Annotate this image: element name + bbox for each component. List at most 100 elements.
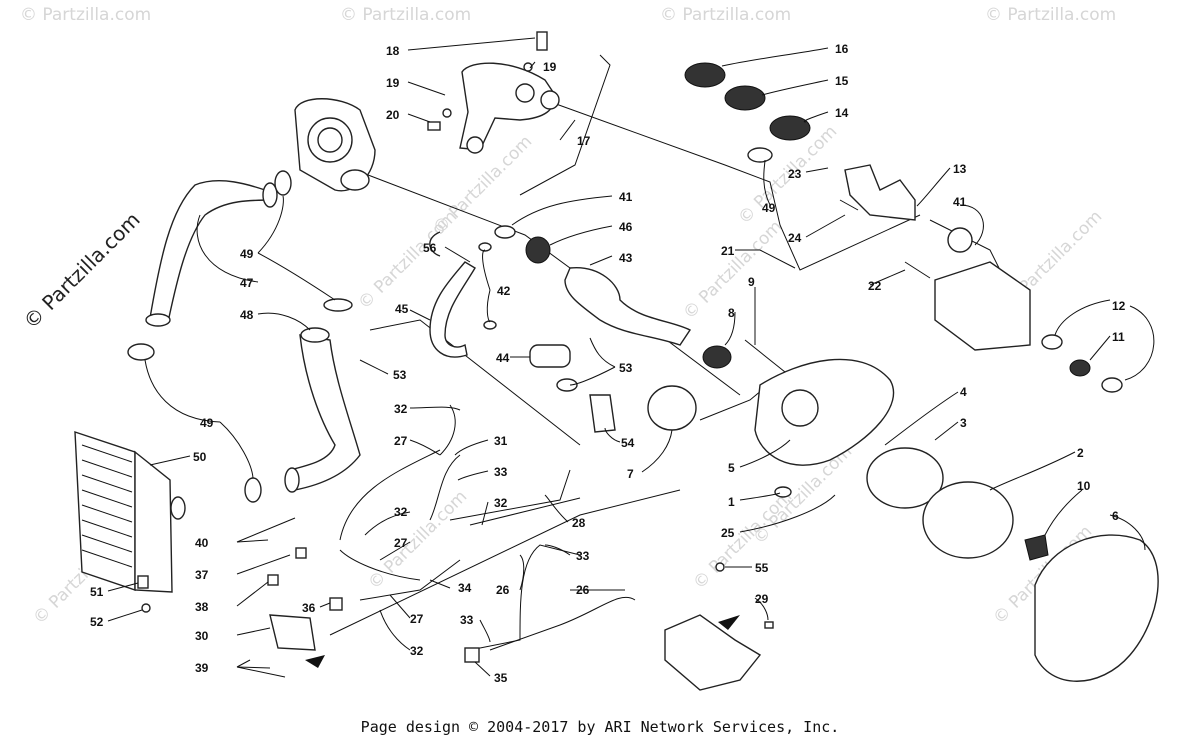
callout-27: 27 <box>410 612 424 626</box>
callout-43: 43 <box>619 251 633 265</box>
callout-44: 44 <box>496 351 510 365</box>
leader-lines <box>107 37 1155 678</box>
cover-6 <box>1034 534 1159 682</box>
callout-49: 49 <box>200 416 214 430</box>
watermark: © Partzilla.com <box>340 5 471 25</box>
callout-11: 11 <box>1112 330 1125 344</box>
callout-18: 18 <box>386 44 400 58</box>
callout-54: 54 <box>621 436 635 450</box>
intake-hose-47 <box>149 180 277 323</box>
callout-2: 2 <box>1077 446 1084 460</box>
tube-28 <box>469 497 581 526</box>
callout-8: 8 <box>728 306 735 320</box>
callout-32: 32 <box>410 644 424 658</box>
hose-43 <box>564 267 692 346</box>
callout-6: 6 <box>1112 509 1119 523</box>
callout-46: 46 <box>619 220 633 234</box>
callout-10: 10 <box>1077 479 1091 493</box>
callout-32: 32 <box>494 496 508 510</box>
callout-7: 7 <box>627 467 634 481</box>
callout-26: 26 <box>576 583 590 597</box>
callout-25: 25 <box>721 526 735 540</box>
callout-23: 23 <box>788 167 802 181</box>
callout-41: 41 <box>619 190 633 204</box>
engine-intake <box>934 261 1031 351</box>
callout-33: 33 <box>576 549 590 563</box>
manifold-13 <box>844 164 916 221</box>
callout-39: 39 <box>195 661 209 675</box>
watermark: © Partzilla.com <box>985 5 1116 25</box>
watermark: © Partzilla.com <box>364 487 471 594</box>
valve-54 <box>589 394 616 433</box>
callout-4: 4 <box>960 385 967 399</box>
callout-19: 19 <box>386 76 400 90</box>
callout-16: 16 <box>835 42 849 56</box>
callout-31: 31 <box>494 434 508 448</box>
callout-17: 17 <box>577 134 591 148</box>
callout-53: 53 <box>619 361 633 375</box>
boot-16 <box>684 62 726 88</box>
callout-1: 1 <box>728 495 735 509</box>
callout-55: 55 <box>755 561 769 575</box>
callout-27: 27 <box>394 536 408 550</box>
air-filter-2 <box>922 481 1014 559</box>
watermark: © Partzilla.com <box>20 5 151 25</box>
callout-42: 42 <box>497 284 511 298</box>
tube-31 <box>429 454 461 521</box>
callout-49: 49 <box>762 201 776 215</box>
callout-32: 32 <box>394 402 408 416</box>
parts <box>74 31 1159 691</box>
tube-33 <box>449 469 571 521</box>
callout-21: 21 <box>721 244 735 258</box>
callout-15: 15 <box>835 74 849 88</box>
callout-47: 47 <box>240 276 254 290</box>
callout-30: 30 <box>195 629 209 643</box>
callout-32: 32 <box>394 505 408 519</box>
callout-38: 38 <box>195 600 209 614</box>
sensor-part <box>536 31 548 51</box>
watermark-brand: © Partzilla.com <box>19 207 145 333</box>
bracket-30 <box>269 614 316 651</box>
airbox-5 <box>754 358 895 466</box>
callout-19: 19 <box>543 60 557 74</box>
callout-5: 5 <box>728 461 735 475</box>
intercooler-part <box>74 431 136 591</box>
callout-41: 41 <box>953 195 967 209</box>
callout-3: 3 <box>960 416 967 430</box>
intake-hose-48 <box>289 334 361 491</box>
hose-45 <box>429 261 476 358</box>
callout-24: 24 <box>788 231 802 245</box>
hose-44 <box>529 344 571 368</box>
callout-13: 13 <box>953 162 967 176</box>
boot-15 <box>724 85 766 111</box>
callout-48: 48 <box>240 308 254 322</box>
tube-32 <box>439 404 456 456</box>
callout-29: 29 <box>755 592 769 606</box>
callout-28: 28 <box>572 516 586 530</box>
callout-9: 9 <box>748 275 755 289</box>
callout-35: 35 <box>494 671 508 685</box>
callout-33: 33 <box>494 465 508 479</box>
callout-40: 40 <box>195 536 209 550</box>
copyright-footer: Page design © 2004-2017 by ARI Network S… <box>360 718 840 736</box>
callout-49: 49 <box>240 247 254 261</box>
filter-cage-3 <box>866 447 944 509</box>
callout-20: 20 <box>386 108 400 122</box>
callout-45: 45 <box>395 302 409 316</box>
callout-37: 37 <box>195 568 209 582</box>
callout-51: 51 <box>90 585 104 599</box>
callout-56: 56 <box>423 241 437 255</box>
callout-52: 52 <box>90 615 104 629</box>
callout-33: 33 <box>460 613 474 627</box>
boot-14 <box>769 115 811 141</box>
callout-36: 36 <box>302 601 316 615</box>
watermark: © Partzilla.com <box>660 5 791 25</box>
callout-12: 12 <box>1112 299 1126 313</box>
callout-27: 27 <box>394 434 408 448</box>
tube-26 <box>469 544 581 651</box>
callout-22: 22 <box>868 279 882 293</box>
callout-26: 26 <box>496 583 510 597</box>
tube-27 <box>339 449 441 541</box>
callout-34: 34 <box>458 581 472 595</box>
